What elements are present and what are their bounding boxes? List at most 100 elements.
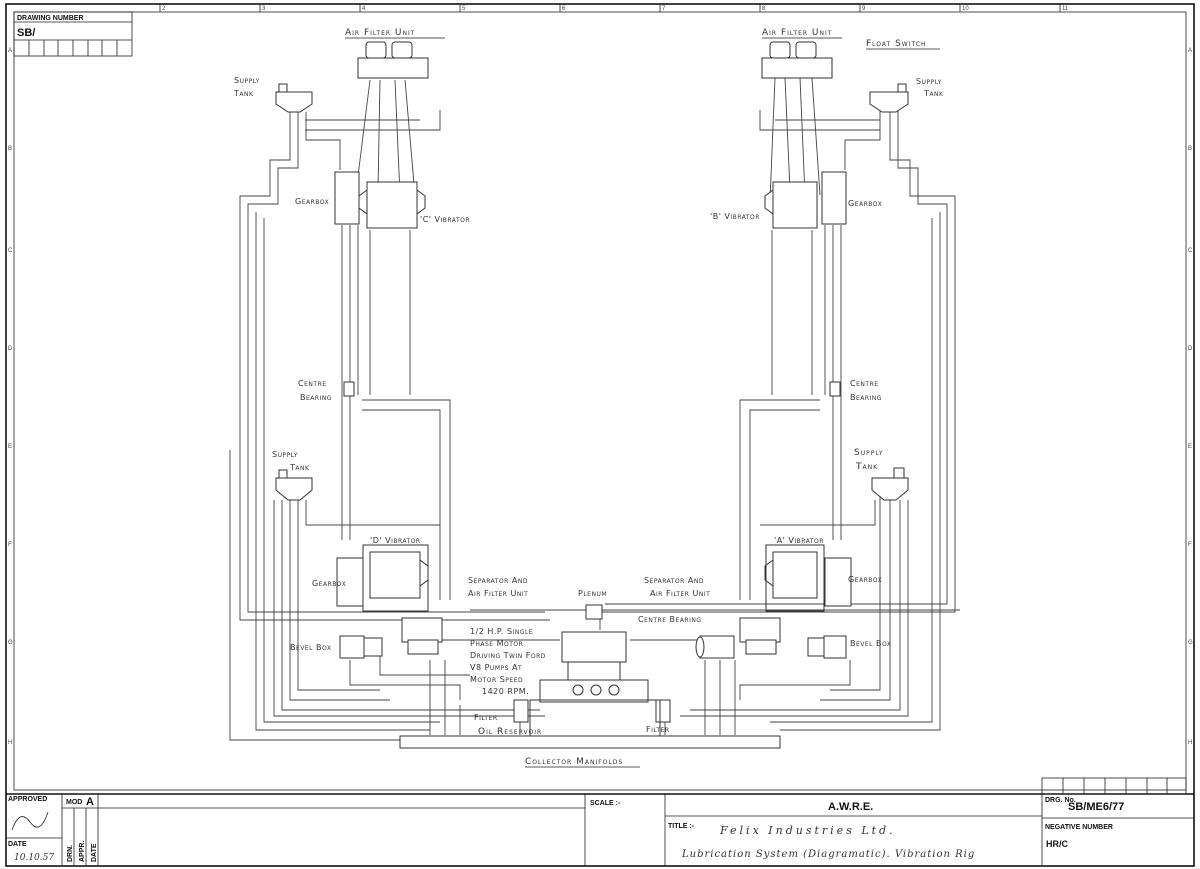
- negative-number-label: NEGATIVE NUMBER: [1045, 824, 1113, 831]
- pipework: [229, 77, 960, 741]
- col-tick: 7: [662, 6, 666, 12]
- label-vibrator-b: 'B' Vibrator: [710, 212, 760, 221]
- centre-bearing-left: [343, 381, 355, 397]
- row-tick: A: [1188, 48, 1192, 54]
- row-tick: C: [8, 248, 13, 254]
- label-gearbox-bl: Gearbox: [312, 579, 346, 588]
- row-tick: A: [8, 48, 12, 54]
- label-supply-tank-tr: Supply: [916, 77, 942, 86]
- title-block: APPROVED DATE 10.10.57 MOD A DRN. APPR. …: [6, 777, 1194, 866]
- separator-right: [739, 617, 781, 655]
- title-label: TITLE :-: [668, 823, 695, 830]
- drawing-number-label: DRAWING NUMBER: [17, 15, 84, 22]
- label-air-filter-right: Air Filter Unit: [762, 28, 832, 38]
- drawing-number-value: SB/: [17, 27, 35, 39]
- row-tick: E: [1188, 444, 1192, 450]
- label-centre-bearing-l: Bearing: [300, 393, 332, 402]
- label-motor-note: Phase Motor: [470, 639, 523, 648]
- col-tick: 4: [362, 6, 366, 12]
- label-centre-bearing-mid: Centre Bearing: [638, 615, 702, 624]
- label-motor-note: Driving Twin Ford: [470, 651, 546, 660]
- col-tick: 2: [162, 6, 166, 12]
- outer-frame: [5, 3, 1195, 867]
- label-vibrator-d: 'D' Vibrator: [370, 536, 421, 545]
- gearbox-bottom-right: [824, 557, 852, 607]
- row-tick: G: [1188, 640, 1193, 646]
- row-markers: A B C D E F G H A B C D E F G H: [8, 48, 1193, 746]
- supply-tank-bottom-left: [275, 469, 313, 501]
- date-col-label: DATE: [91, 843, 98, 862]
- label-gearbox-tr: Gearbox: [848, 199, 882, 208]
- drn-label: DRN.: [67, 845, 74, 862]
- supply-tank-top-right: [869, 83, 909, 113]
- label-motor-note: V8 Pumps At: [470, 663, 522, 672]
- col-tick: 5: [462, 6, 466, 12]
- air-filter-unit-left: [357, 41, 429, 79]
- label-separator-l: Air Filter Unit: [468, 589, 528, 598]
- label-vibrator-a: 'A' Vibrator: [774, 536, 824, 545]
- supply-tank-bottom-right: [871, 467, 909, 501]
- gearbox-bottom-left: [336, 557, 364, 607]
- col-tick: 11: [1062, 6, 1069, 12]
- gearbox-top-left: [334, 171, 360, 225]
- label-supply-tank-tl: Supply: [234, 76, 260, 85]
- col-tick: 10: [962, 6, 969, 12]
- column-markers: 2 3 4 5 6 7 8 9 10 11: [159, 4, 1069, 12]
- label-separator-r: Separator And: [644, 576, 704, 585]
- row-tick: D: [1188, 346, 1193, 352]
- label-bevel-box-l: Bevel Box: [290, 643, 332, 652]
- oil-reservoir: [529, 699, 661, 737]
- label-motor-note: 1/2 H.P. Single: [470, 627, 533, 636]
- bevel-box-right: [807, 635, 847, 659]
- row-tick: F: [1188, 542, 1192, 548]
- mod-value: A: [86, 796, 94, 808]
- centre-bearing-middle: [695, 635, 735, 659]
- inner-frame: [13, 11, 1187, 791]
- negative-number-value: HR/C: [1046, 839, 1068, 849]
- label-centre-bearing-r: Centre: [850, 379, 879, 388]
- collector-manifold: [399, 735, 781, 749]
- company-name: A.W.R.E.: [828, 801, 873, 813]
- row-tick: C: [1188, 248, 1193, 254]
- label-motor-note: 1420 RPM.: [482, 687, 529, 696]
- col-tick: 3: [262, 6, 266, 12]
- label-supply-tank-bl: Supply: [272, 450, 298, 459]
- label-supply-tank-br: Supply: [854, 448, 884, 458]
- appr-label: APPR.: [79, 841, 86, 862]
- air-filter-unit-right: [761, 41, 833, 79]
- label-air-filter-left: Air Filter Unit: [345, 28, 415, 38]
- label-separator-l: Separator And: [468, 576, 528, 585]
- row-tick: E: [8, 444, 12, 450]
- label-supply-tank-br: Tank: [855, 462, 878, 472]
- label-float-switch: Float Switch: [866, 39, 927, 49]
- date-value: 10.10.57: [14, 853, 54, 863]
- filter-right: [655, 699, 671, 723]
- label-bevel-box-r: Bevel Box: [850, 639, 892, 648]
- plenum: [585, 604, 603, 620]
- drg-no-label: DRG. No.: [1045, 797, 1076, 804]
- label-filter-l: Filter: [474, 713, 498, 722]
- label-gearbox-tl: Gearbox: [295, 197, 329, 206]
- drg-no-value: SB/ME6/77: [1068, 801, 1124, 813]
- drawing-number-box: DRAWING NUMBER SB/: [13, 11, 133, 57]
- label-motor-note: Motor Speed: [470, 675, 523, 684]
- centre-bearing-right: [829, 381, 841, 397]
- label-filter-r: Filter: [646, 725, 670, 734]
- approved-label: APPROVED: [8, 796, 47, 803]
- title-line-1: Felix Industries Ltd.: [719, 824, 896, 837]
- label-separator-r: Air Filter Unit: [650, 589, 710, 598]
- label-oil-reservoir: Oil Reservoir: [478, 727, 542, 737]
- vibrator-c: [358, 181, 426, 229]
- mod-label: MOD: [66, 799, 82, 806]
- row-tick: B: [1188, 146, 1192, 152]
- label-gearbox-br: Gearbox: [848, 575, 882, 584]
- row-tick: G: [8, 640, 13, 646]
- label-collector-manifolds: Collector Manifolds: [525, 757, 623, 767]
- label-supply-tank-tr: Tank: [923, 89, 944, 98]
- label-supply-tank-tl: Tank: [233, 89, 254, 98]
- row-tick: D: [8, 346, 13, 352]
- vibrator-d: [362, 544, 429, 612]
- date-label: DATE: [8, 841, 27, 848]
- bevel-box-left: [339, 635, 383, 659]
